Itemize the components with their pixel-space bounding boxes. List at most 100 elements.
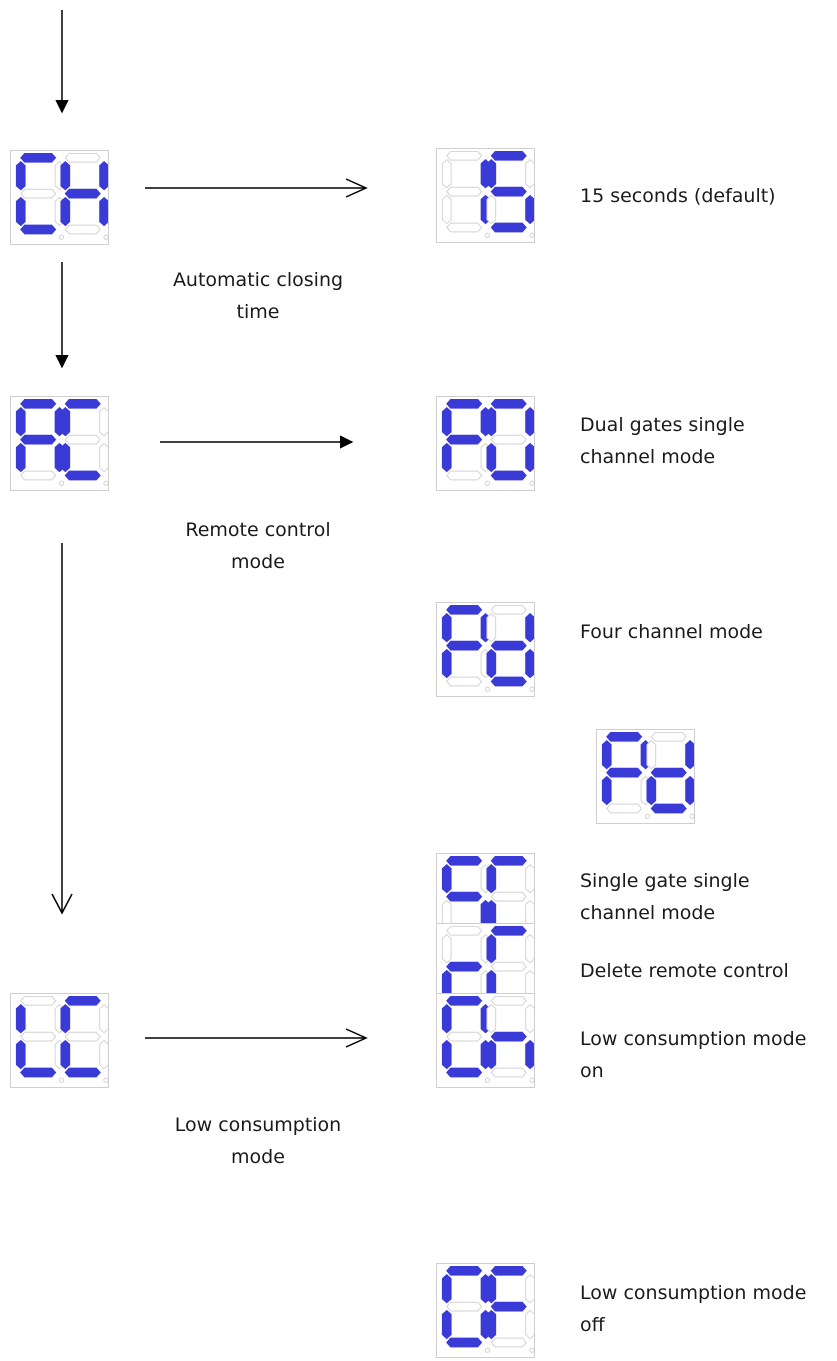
segment-b-on [685, 740, 694, 770]
segment-d-off [446, 676, 483, 687]
segment-b-on [525, 613, 534, 643]
segment-e-on [646, 775, 657, 806]
segment-d-off [20, 470, 57, 481]
segment-g-off [490, 434, 527, 445]
segment-b-off [99, 1004, 108, 1034]
segment-f-on [441, 1274, 452, 1304]
decimal-point [103, 1077, 108, 1083]
segment-d-off [446, 222, 483, 233]
segment-g-on [650, 767, 687, 778]
arrow-ch-to-15 [145, 178, 368, 198]
segment-g-off [64, 434, 101, 445]
label-dual-gates-single-channel: Dual gates single channel mode [580, 414, 745, 468]
segment-f-on [441, 613, 452, 643]
segment-g-on [446, 891, 483, 902]
segment-f-on [15, 407, 26, 437]
segment-b-on [99, 161, 108, 191]
segment-e-on [15, 196, 26, 227]
segment-g-off [446, 1301, 483, 1312]
segment-c-on [525, 1039, 534, 1070]
display-pd-extra-digits [601, 731, 694, 819]
segment-f-on [486, 407, 497, 437]
segment-a-on [446, 604, 483, 615]
display-ac [10, 396, 109, 491]
display-pd-four-channel-digits [441, 604, 534, 692]
segment-d-on [490, 470, 527, 481]
segment-f-on [60, 1004, 71, 1034]
decimal-point [103, 234, 108, 240]
display-p0 [436, 396, 535, 491]
segment-g-off [20, 188, 57, 199]
segment-a-on [64, 995, 101, 1006]
segment-e-on [441, 442, 452, 473]
segment-a-on [64, 398, 101, 409]
decimal-point [529, 1077, 534, 1083]
segment-f-off [441, 934, 452, 964]
segment-e-on [441, 1309, 452, 1340]
decimal-point [529, 686, 534, 692]
segment-c-on [685, 775, 694, 806]
segment-d-off [490, 1337, 527, 1348]
segment-f-on [441, 407, 452, 437]
segment-e-on [601, 775, 612, 806]
display-pd-extra [596, 729, 695, 824]
segment-e-on [60, 196, 71, 227]
segment-a-on [490, 398, 527, 409]
label-four-channel-mode: Four channel mode [580, 621, 763, 643]
display-pd-four-channel [436, 602, 535, 697]
label-delete-remote-control: Delete remote control [580, 960, 789, 982]
segment-e-on [441, 1039, 452, 1070]
display-of [436, 1263, 535, 1358]
decimal-point [58, 234, 65, 240]
segment-a-on [20, 152, 57, 163]
segment-d-on [650, 803, 687, 814]
segment-g-off [490, 961, 527, 972]
segment-e-off [441, 194, 452, 225]
label-15-seconds: 15 seconds (default) [580, 185, 776, 207]
label-automatic-closing-time: Automatic closing time [172, 269, 344, 323]
label-low-consumption-on: Low consumption mode on [580, 1028, 807, 1082]
segment-e-on [486, 1309, 497, 1340]
display-ch-digits [15, 152, 108, 240]
segment-a-off [490, 995, 527, 1006]
segment-a-on [490, 855, 527, 866]
segment-d-on [446, 1067, 483, 1078]
segment-g-off [64, 1031, 101, 1042]
label-low-consumption-off: Low consumption mode off [580, 1282, 807, 1336]
decimal-point [103, 480, 108, 486]
segment-f-off [646, 740, 657, 770]
segment-f-on [486, 159, 497, 189]
segment-c-on [525, 194, 534, 225]
segment-b-off [525, 159, 534, 189]
display-15-digits [441, 150, 534, 238]
segment-f-on [441, 864, 452, 894]
segment-a-on [490, 150, 527, 161]
segment-b-off [525, 1004, 534, 1034]
decimal-point [484, 1347, 491, 1353]
segment-a-on [446, 995, 483, 1006]
display-p0-digits [441, 398, 534, 486]
decimal-point [644, 813, 651, 819]
segment-d-off [606, 803, 643, 814]
segment-e-on [486, 648, 497, 679]
segment-f-on [60, 161, 71, 191]
display-ac-digits [15, 398, 108, 486]
segment-f-off [441, 159, 452, 189]
segment-a-off [446, 150, 483, 161]
segment-a-on [490, 925, 527, 936]
arrow-lc-to-on [145, 1028, 368, 1048]
segment-g-on [20, 434, 57, 445]
decimal-point [58, 480, 65, 486]
segment-f-on [60, 407, 71, 437]
segment-a-off [490, 604, 527, 615]
segment-d-on [20, 224, 57, 235]
segment-a-off [64, 152, 101, 163]
segment-b-off [99, 407, 108, 437]
segment-a-off [20, 995, 57, 1006]
segment-e-on [486, 442, 497, 473]
segment-e-on [15, 442, 26, 473]
segment-g-on [446, 434, 483, 445]
segment-d-on [446, 1337, 483, 1348]
segment-a-on [446, 1265, 483, 1276]
